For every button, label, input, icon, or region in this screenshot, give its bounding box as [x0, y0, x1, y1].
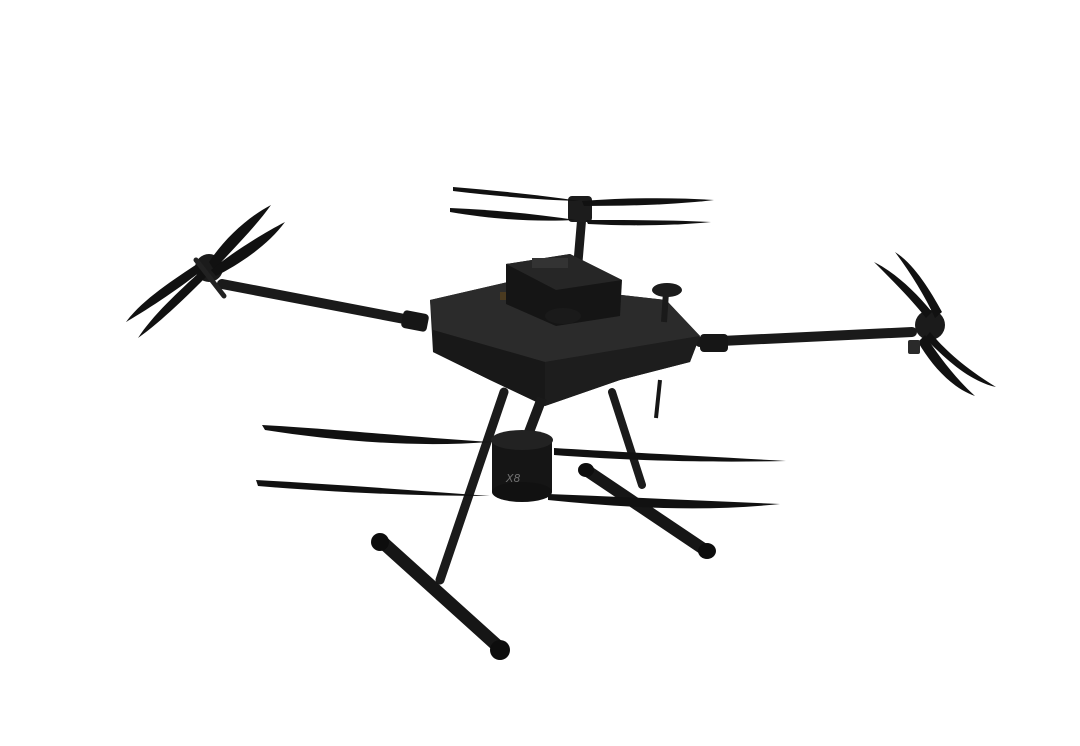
drone-body — [430, 254, 700, 419]
left-propeller — [126, 205, 285, 338]
front-landing-gear — [371, 387, 510, 660]
left-arm — [217, 279, 429, 332]
front-propeller — [256, 425, 786, 509]
right-arm — [695, 327, 917, 352]
rear-landing-gear — [578, 388, 716, 559]
rear-propeller — [450, 187, 714, 267]
right-propeller — [874, 252, 996, 396]
front-motor: X8 — [491, 396, 553, 502]
motor-label: X8 — [505, 472, 521, 485]
